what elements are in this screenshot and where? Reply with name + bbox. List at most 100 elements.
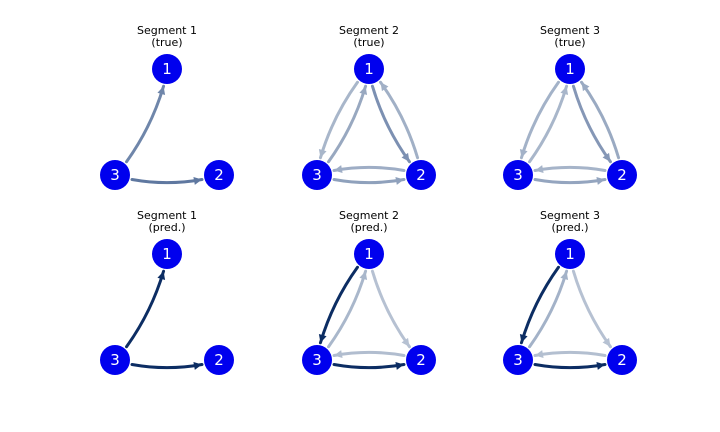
edge-arrow xyxy=(332,350,406,359)
node-1: 1 xyxy=(555,54,585,84)
edge-layer xyxy=(318,80,420,185)
edge-line xyxy=(379,80,420,160)
panel-title-line1: Segment 1 xyxy=(137,209,197,222)
node-circle xyxy=(555,239,585,269)
edge-line xyxy=(370,269,411,349)
node-label: 2 xyxy=(214,166,224,184)
node-layer: 123 xyxy=(100,54,234,190)
edge-layer xyxy=(125,269,204,370)
edge-arrow xyxy=(571,269,612,349)
node-label: 3 xyxy=(312,166,322,184)
edge-arrow xyxy=(332,165,406,174)
edge-layer xyxy=(519,265,612,370)
node-circle xyxy=(607,345,637,375)
edge-arrow xyxy=(130,176,204,185)
node-label: 2 xyxy=(617,166,627,184)
node-label: 2 xyxy=(416,351,426,369)
edge-line xyxy=(571,84,612,164)
edge-line xyxy=(327,84,368,164)
edge-arrowhead xyxy=(596,361,605,370)
node-circle xyxy=(555,54,585,84)
node-circle xyxy=(503,160,533,190)
node-1: 1 xyxy=(354,239,384,269)
panel-title-line1: Segment 1 xyxy=(137,24,197,37)
edge-arrowhead xyxy=(193,361,202,370)
node-circle xyxy=(406,345,436,375)
edge-arrow xyxy=(125,84,166,164)
node-3: 3 xyxy=(302,160,332,190)
node-label: 2 xyxy=(416,166,426,184)
edge-line xyxy=(528,269,569,349)
node-label: 3 xyxy=(513,351,523,369)
edge-arrowhead xyxy=(395,176,404,185)
edge-line xyxy=(125,269,166,349)
edge-layer xyxy=(519,80,621,185)
node-layer: 1 2 3 xyxy=(100,239,234,375)
node-circle xyxy=(100,160,130,190)
edge-line xyxy=(318,265,359,345)
edge-arrow xyxy=(370,269,411,349)
edge-arrowhead xyxy=(519,333,528,343)
edge-arrow xyxy=(379,80,420,160)
node-label: 1 xyxy=(364,60,374,78)
node-layer: 1 2 3 xyxy=(302,54,436,190)
node-circle xyxy=(607,160,637,190)
edge-layer xyxy=(318,265,411,370)
edge-arrow xyxy=(519,80,560,160)
edge-arrowhead xyxy=(359,86,368,96)
edge-line xyxy=(332,363,406,370)
edge-line xyxy=(519,80,560,160)
node-2: 2 xyxy=(204,345,234,375)
node-2: 2 xyxy=(406,345,436,375)
node-3: 3 xyxy=(503,160,533,190)
node-circle xyxy=(354,54,384,84)
edge-arrowhead xyxy=(193,176,202,185)
edge-line xyxy=(332,165,406,172)
node-label: 1 xyxy=(162,60,172,78)
edge-arrowhead xyxy=(401,152,410,162)
edge-arrow xyxy=(528,84,569,164)
edge-arrow xyxy=(318,265,359,345)
edge-line xyxy=(370,84,411,164)
edge-arrowhead xyxy=(519,148,528,158)
node-1: 1 xyxy=(152,54,182,84)
node-circle xyxy=(302,345,332,375)
panel-title-line1: Segment 2 xyxy=(339,209,399,222)
edge-arrow xyxy=(318,80,359,160)
edge-arrow xyxy=(528,269,569,349)
edge-arrow xyxy=(571,84,612,164)
edge-line xyxy=(332,350,406,357)
edge-arrow xyxy=(533,350,607,359)
node-3: 3 xyxy=(302,345,332,375)
node-circle xyxy=(152,239,182,269)
node-label: 2 xyxy=(617,351,627,369)
edge-line xyxy=(519,265,560,345)
node-circle xyxy=(152,54,182,84)
edge-line xyxy=(332,178,406,185)
panel-5: Segment 2 (pred.) 123 xyxy=(302,209,436,375)
node-circle xyxy=(100,345,130,375)
edge-line xyxy=(130,178,204,185)
edge-line xyxy=(533,363,607,370)
edge-arrow xyxy=(332,176,406,185)
node-label: 1 xyxy=(565,60,575,78)
node-1: 1 xyxy=(152,239,182,269)
edge-arrowhead xyxy=(401,337,410,347)
edge-arrowhead xyxy=(359,271,368,281)
edge-layer xyxy=(125,84,204,185)
panel-1: Segment 1 (true) 123 xyxy=(100,24,234,190)
edge-arrow xyxy=(130,361,204,370)
node-2: 2 xyxy=(406,160,436,190)
panel-2: Segment 2 (true) 123 xyxy=(302,24,436,190)
node-circle xyxy=(302,160,332,190)
edge-arrowhead xyxy=(602,152,611,162)
node-3: 3 xyxy=(100,345,130,375)
node-layer: 1 2 3 xyxy=(503,54,637,190)
node-label: 1 xyxy=(364,245,374,263)
panel-title-line2: (pred.) xyxy=(148,221,185,234)
node-circle xyxy=(406,160,436,190)
edge-line xyxy=(318,80,359,160)
node-circle xyxy=(204,345,234,375)
edge-line xyxy=(533,350,607,357)
panel-title-line2: (true) xyxy=(353,36,384,49)
